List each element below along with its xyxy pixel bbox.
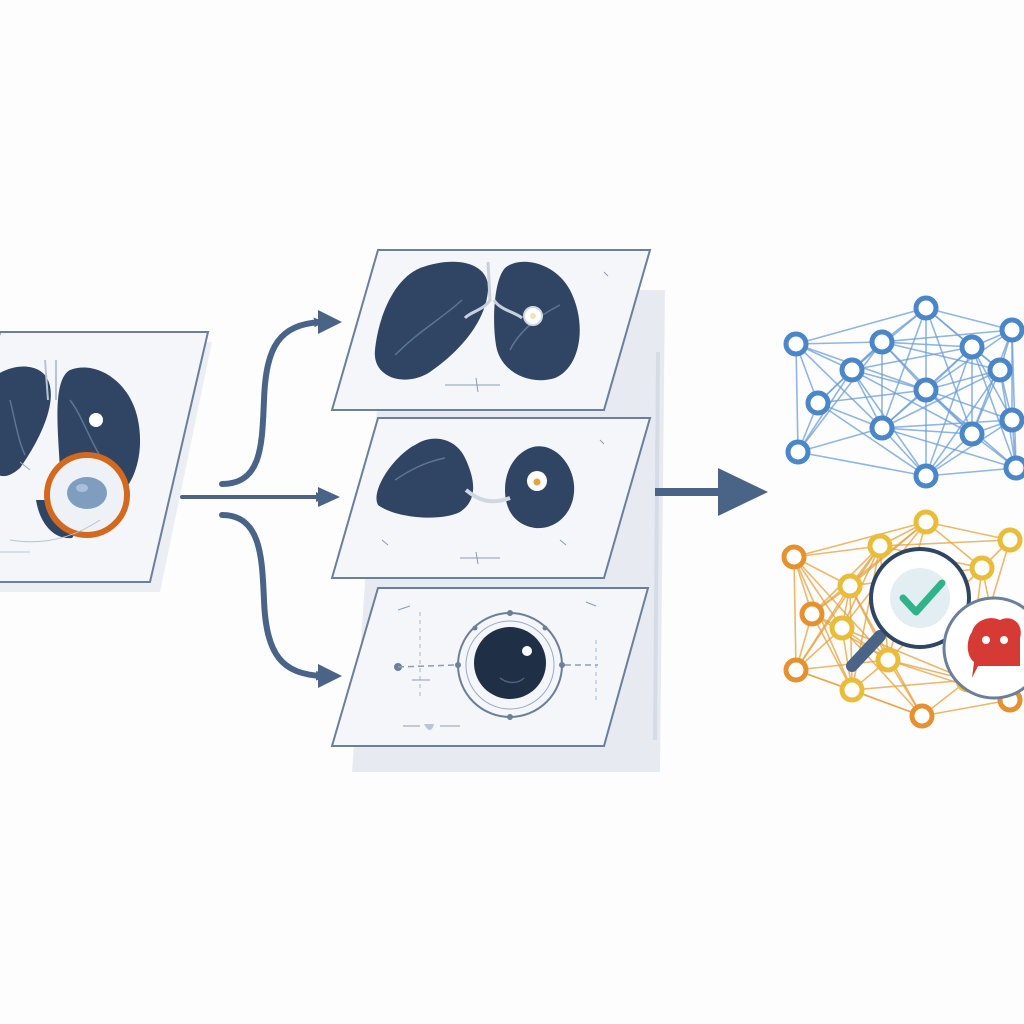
gold-network-node <box>909 703 935 729</box>
blue-network-edge <box>925 467 1017 477</box>
blue-network-edge <box>881 427 973 435</box>
output-arrow <box>655 468 768 516</box>
blue-network-edge <box>1011 329 1017 469</box>
gold-network-edge <box>851 679 969 691</box>
blue-network-node <box>1003 455 1024 481</box>
blue-network-edge <box>817 402 927 477</box>
gold-network-node <box>829 615 855 641</box>
coronal-view-panel <box>330 249 652 411</box>
arrow-to-detail <box>219 512 326 681</box>
blue-network-edge <box>925 389 1013 421</box>
nodule-blob <box>67 477 107 509</box>
blue-network-node <box>959 421 985 447</box>
magnifier-icon <box>846 547 971 672</box>
blue-network-node <box>999 407 1024 433</box>
gold-network-edge <box>841 627 969 681</box>
gold-network-node <box>799 601 825 627</box>
blue-network-edge <box>881 341 1001 371</box>
blue-network-node <box>987 357 1013 383</box>
gold-network-node <box>783 657 809 683</box>
blue-network-node <box>805 390 831 416</box>
nodule-spot <box>89 413 103 427</box>
blue-network-node <box>959 334 985 360</box>
alert-icon <box>967 618 1021 678</box>
blue-network-edge <box>881 341 973 348</box>
gold-network-edge <box>925 521 1011 541</box>
blue-network-node <box>869 329 895 355</box>
blue-network-edge <box>925 307 1013 331</box>
blue-network-node <box>785 439 811 465</box>
gold-network-edge <box>793 556 843 629</box>
gold-network-edge <box>811 613 853 691</box>
blue-network-edge <box>881 369 1001 429</box>
blue-network-edge <box>881 427 1017 469</box>
blue-network-edge <box>925 346 973 477</box>
blue-network-edge <box>851 346 973 371</box>
blue-network-node <box>869 415 895 441</box>
blue-network-node <box>999 317 1024 343</box>
nodule-detail-panel <box>330 587 650 747</box>
gold-network-node <box>839 677 865 703</box>
blue-network-edge <box>925 419 1013 477</box>
gold-network-node <box>969 555 995 581</box>
blue-network-node <box>783 331 809 357</box>
gold-network-node <box>781 544 807 570</box>
gold-network-edge <box>841 627 923 717</box>
input-scan-panel <box>0 331 212 592</box>
blue-network-edge <box>925 307 973 435</box>
gold-network-edge <box>921 699 1011 717</box>
blue-network-edge <box>925 329 1013 391</box>
gold-network-edge <box>879 539 1011 547</box>
blue-network-edge <box>851 369 927 391</box>
blue-network-edge <box>797 451 927 477</box>
blue-network-edge <box>797 341 883 453</box>
blue-network-edge <box>797 427 883 453</box>
blue-neural-network <box>783 295 1024 489</box>
blue-network-edge <box>795 343 799 453</box>
gold-network-node <box>913 509 939 535</box>
blue-network-edge <box>795 307 927 345</box>
arrow-to-coronal <box>219 317 324 487</box>
blue-network-edge <box>971 329 1013 435</box>
gold-network-edge <box>793 556 797 671</box>
gold-network-node <box>867 533 893 559</box>
blue-network-edge <box>795 343 883 429</box>
blue-network-edge <box>795 341 883 345</box>
left-lung-shape <box>376 438 474 518</box>
gold-network-edge <box>793 556 853 691</box>
left-lung-shape <box>374 261 489 380</box>
blue-network-node <box>913 377 939 403</box>
nodule-core <box>474 627 546 699</box>
gold-network-edge <box>795 545 881 671</box>
axial-view-panel <box>330 417 652 579</box>
blue-network-edge <box>817 389 927 404</box>
blue-network-node <box>839 357 865 383</box>
branch-arrowheads <box>318 310 342 688</box>
gold-network-node <box>875 647 901 673</box>
blue-network-edge <box>881 329 1013 343</box>
blue-network-node <box>913 295 939 321</box>
blue-network-node <box>913 463 939 489</box>
left-lung-shape <box>0 366 51 477</box>
blue-network-edge <box>881 419 1013 429</box>
branch-arrows <box>180 317 326 681</box>
alert-bubble-icon <box>942 596 1024 700</box>
check-icon <box>899 579 946 616</box>
gold-network-node <box>837 573 863 599</box>
gold-network-edge <box>793 545 881 558</box>
gold-network-node <box>997 527 1023 553</box>
blue-network-edge <box>971 346 1017 469</box>
blue-network-edge <box>925 369 1001 477</box>
gold-network-edge <box>793 521 927 558</box>
blue-network-edge <box>925 369 1001 391</box>
blue-network-edge <box>881 307 927 429</box>
